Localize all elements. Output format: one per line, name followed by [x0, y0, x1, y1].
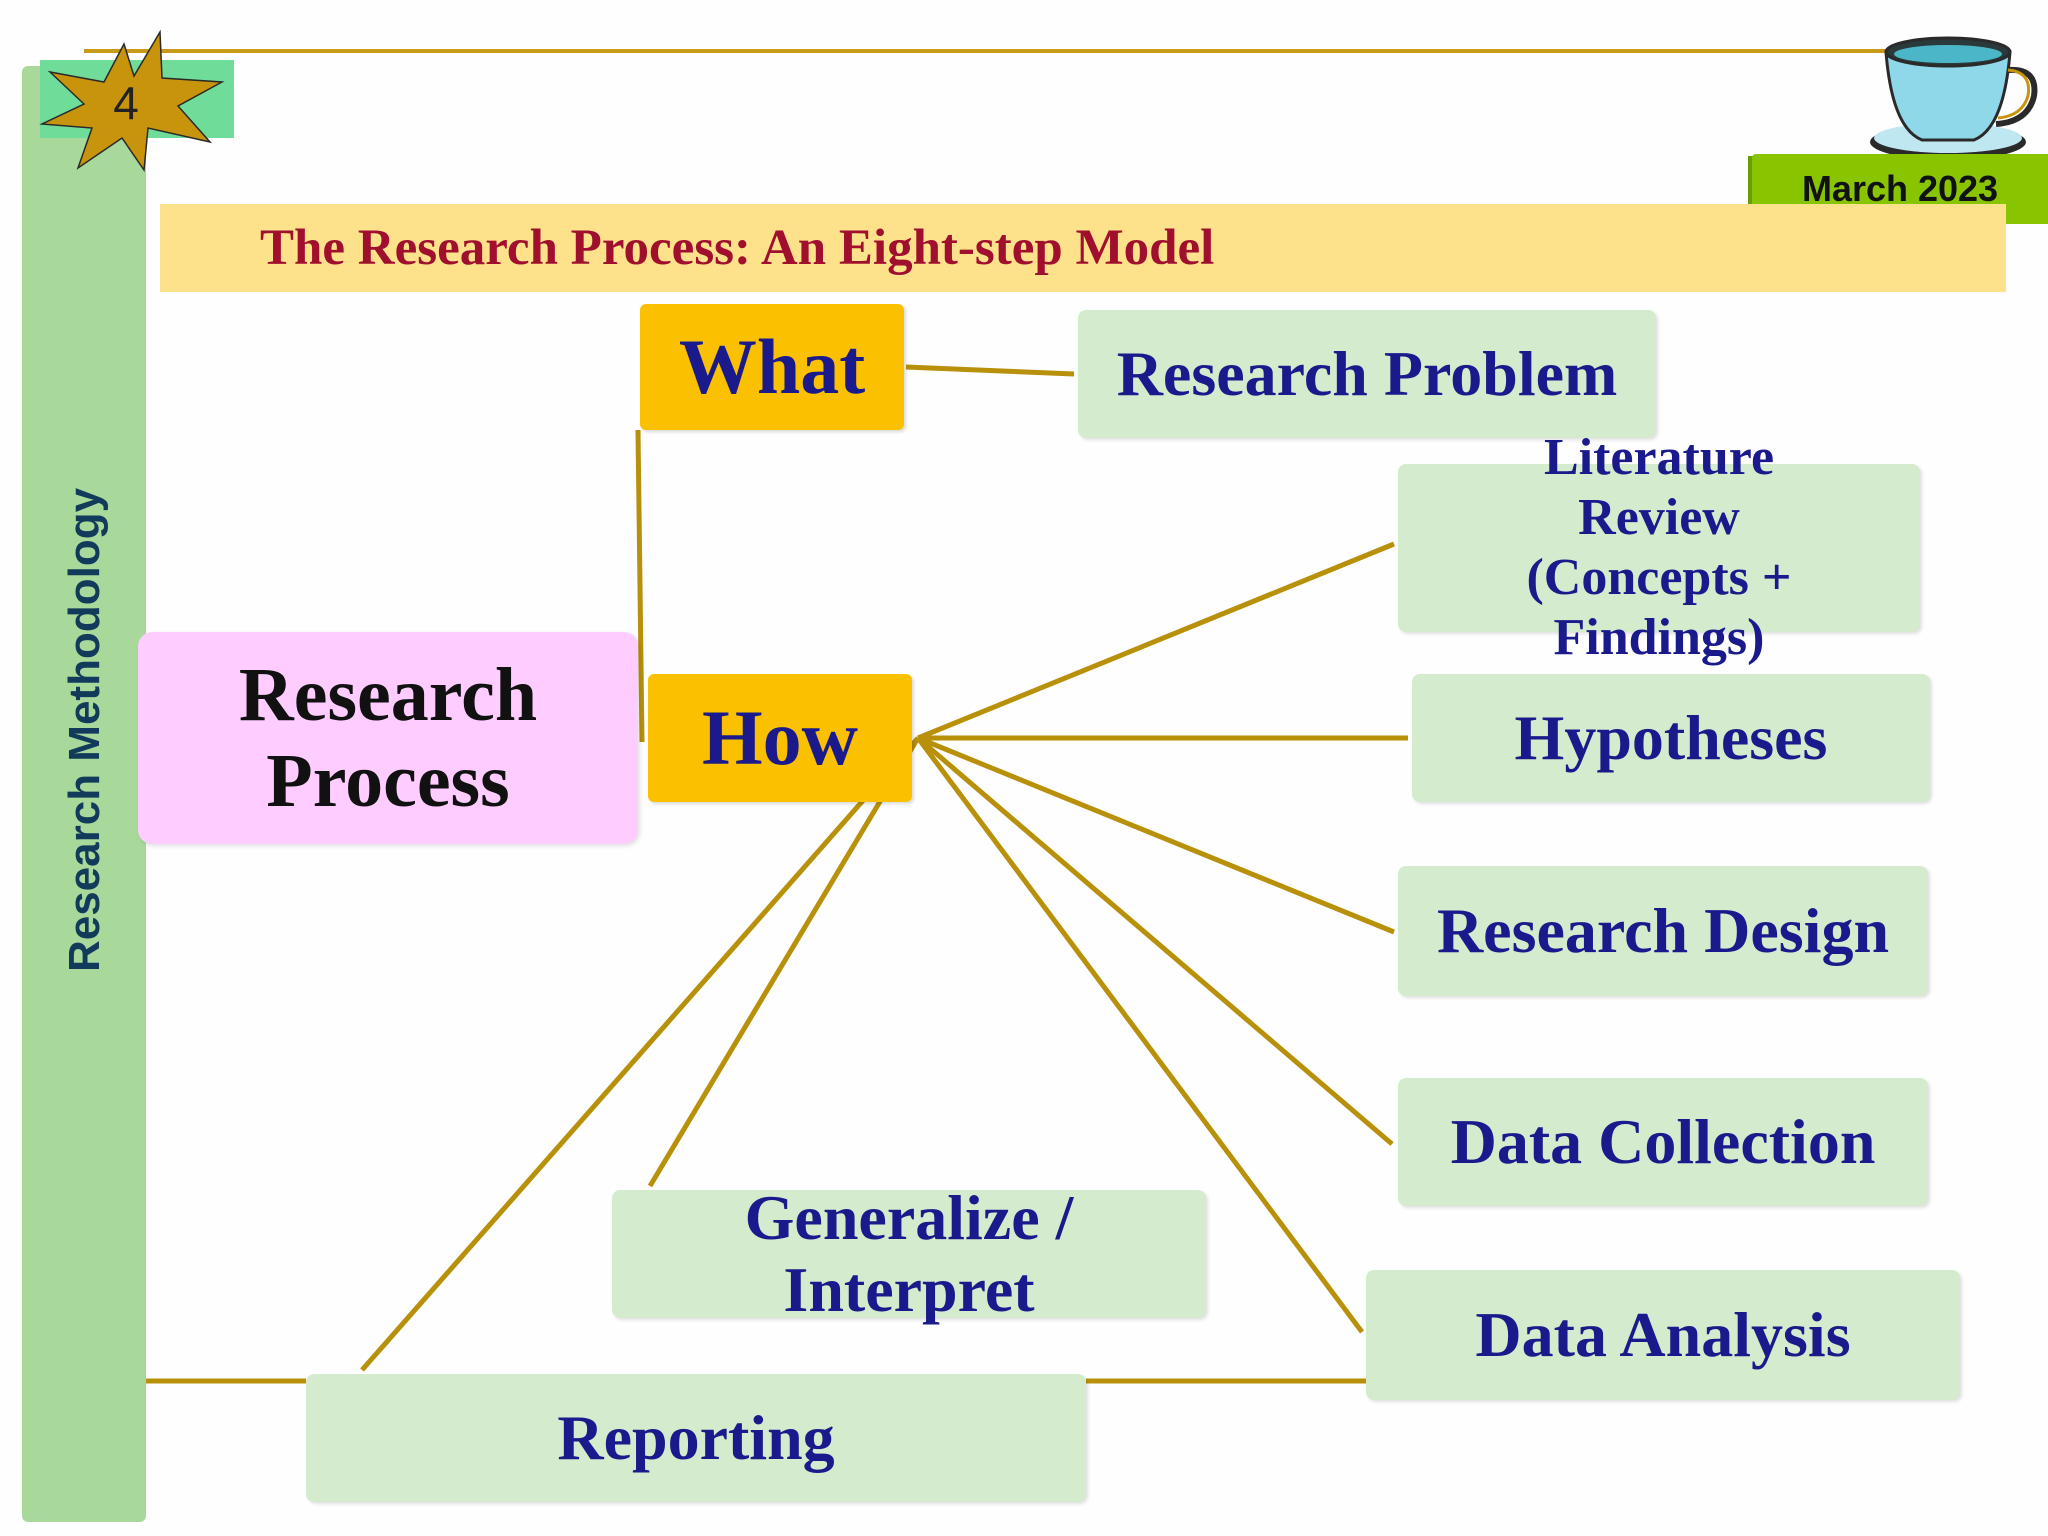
node-research-problem: Research Problem: [1078, 310, 1656, 438]
link-how-collection: [916, 736, 1394, 1146]
node-data-collection: Data Collection: [1398, 1078, 1928, 1206]
link-how-generalize: [647, 736, 921, 1188]
node-hypotheses: Hypotheses: [1412, 674, 1930, 802]
top-rule: [84, 49, 1894, 53]
link-what-problem: [905, 364, 1075, 377]
node-research-process: Research Process: [138, 632, 638, 844]
coffee-cup-icon: [1870, 36, 2038, 160]
link-how-analysis: [915, 736, 1365, 1334]
title-band: [160, 204, 2006, 292]
node-what: What: [640, 304, 904, 430]
slide-number: 4: [113, 77, 139, 129]
node-reporting: Reporting: [306, 1374, 1086, 1502]
node-generalize-interpret: Generalize / Interpret: [612, 1182, 1206, 1325]
link-how-literature: [917, 541, 1395, 741]
link-how-reporting: [360, 736, 920, 1372]
link-how-design: [917, 735, 1395, 935]
node-data-analysis: Data Analysis: [1366, 1270, 1960, 1400]
slide-title: The Research Process: An Eight-step Mode…: [260, 220, 1215, 276]
node-literature-review: Literature Review (Concepts + Findings): [1398, 429, 1920, 666]
node-research-design: Research Design: [1398, 866, 1928, 996]
sidebar-bar: [22, 66, 146, 1522]
node-how: How: [648, 674, 912, 802]
starburst-icon: [39, 30, 225, 173]
link-what-how: [635, 429, 645, 743]
